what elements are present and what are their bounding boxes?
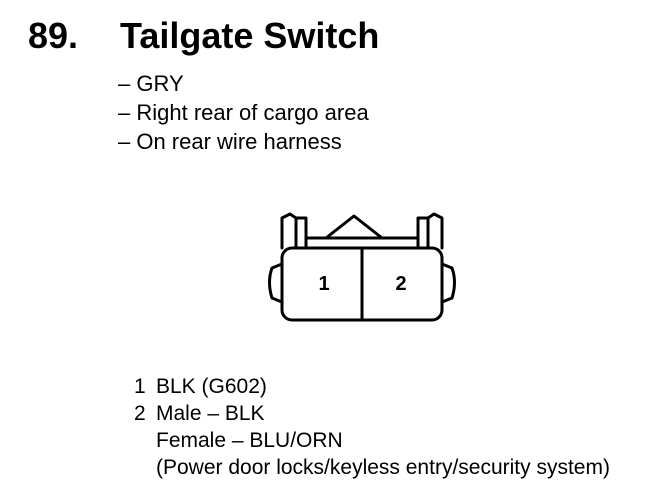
pin-description: Female – BLU/ORN (156, 429, 343, 452)
component-details: – GRY – Right rear of cargo area – On re… (118, 69, 369, 156)
right-top-latch-inner (416, 216, 430, 250)
left-top-latch-inner (294, 216, 308, 250)
page-title: Tailgate Switch (120, 15, 380, 56)
harness-detail: – On rear wire harness (118, 129, 342, 154)
pin-label-1: 1 (318, 273, 329, 295)
pin-description: (Power door locks/keyless entry/security… (156, 456, 610, 479)
left-top-latch (280, 212, 298, 250)
pin-description: BLK (G602) (156, 375, 267, 398)
location-detail: – Right rear of cargo area (118, 100, 369, 125)
center-peak (324, 214, 384, 240)
pin-description: Male – BLK (156, 402, 265, 425)
color-detail: – GRY (118, 71, 184, 96)
connector-diagram: 1 2 (268, 212, 456, 322)
pin-label-2: 2 (395, 273, 406, 295)
right-top-latch (426, 212, 444, 250)
left-lock-tab (268, 262, 284, 304)
right-lock-tab (440, 262, 456, 304)
pin-number: 2 (134, 402, 146, 425)
item-number: 89. (28, 15, 79, 56)
pin-number: 1 (134, 375, 146, 398)
